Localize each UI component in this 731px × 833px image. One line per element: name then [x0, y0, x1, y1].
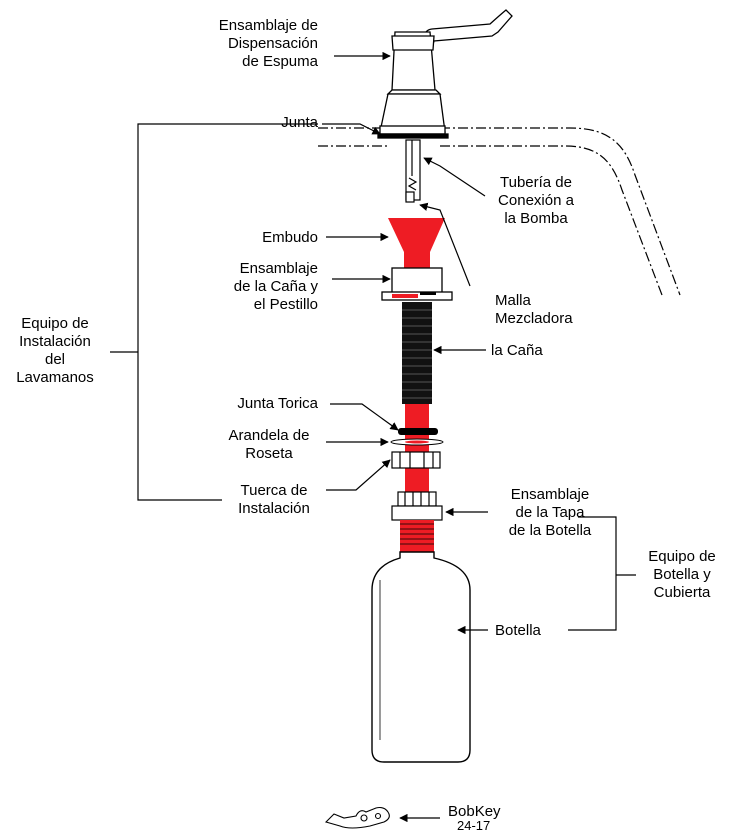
label-shank-latch: Ensamblaje de la Caña y el Pestillo: [233, 260, 318, 313]
installation-nut: [391, 451, 441, 469]
label-bottle-kit: Equipo de Botella y Cubierta: [648, 548, 716, 601]
o-ring: [398, 428, 438, 435]
label-sink-kit: Equipo de Instalación del Lavamanos: [16, 315, 94, 386]
shank-latch-assembly: [381, 267, 453, 301]
bottle: [371, 520, 471, 763]
label-bottle: Botella: [495, 622, 541, 639]
label-pump-tubing: Tubería de Conexión a la Bomba: [498, 174, 574, 227]
label-rosette-washer: Arandela de Roseta: [228, 427, 310, 462]
pump-tubing: [405, 139, 421, 203]
funnel: [388, 218, 445, 268]
label-mixing-screen: Malla Mezcladora: [495, 292, 573, 327]
callout-lines: [110, 51, 636, 823]
label-cap-assembly: Ensamblaje de la Tapa de la Botella: [508, 486, 592, 539]
foam-dispenser-head: [377, 9, 513, 139]
label-shank: la Caña: [491, 342, 543, 359]
label-foam-dispenser: Ensamblaje de Dispensación de Espuma: [218, 17, 318, 70]
bobkey-tool: [324, 806, 390, 829]
label-bobkey: BobKey: [448, 803, 501, 820]
bottle-cap-assembly: [391, 491, 443, 521]
label-gasket: Junta: [281, 114, 318, 131]
shank: [402, 302, 432, 404]
rosette-washer: [390, 438, 444, 446]
label-part-number: 24-17: [457, 818, 491, 833]
label-install-nut: Tuerca de Instalación: [238, 482, 310, 517]
label-o-ring: Junta Torica: [237, 395, 318, 412]
label-funnel: Embudo: [262, 229, 318, 246]
